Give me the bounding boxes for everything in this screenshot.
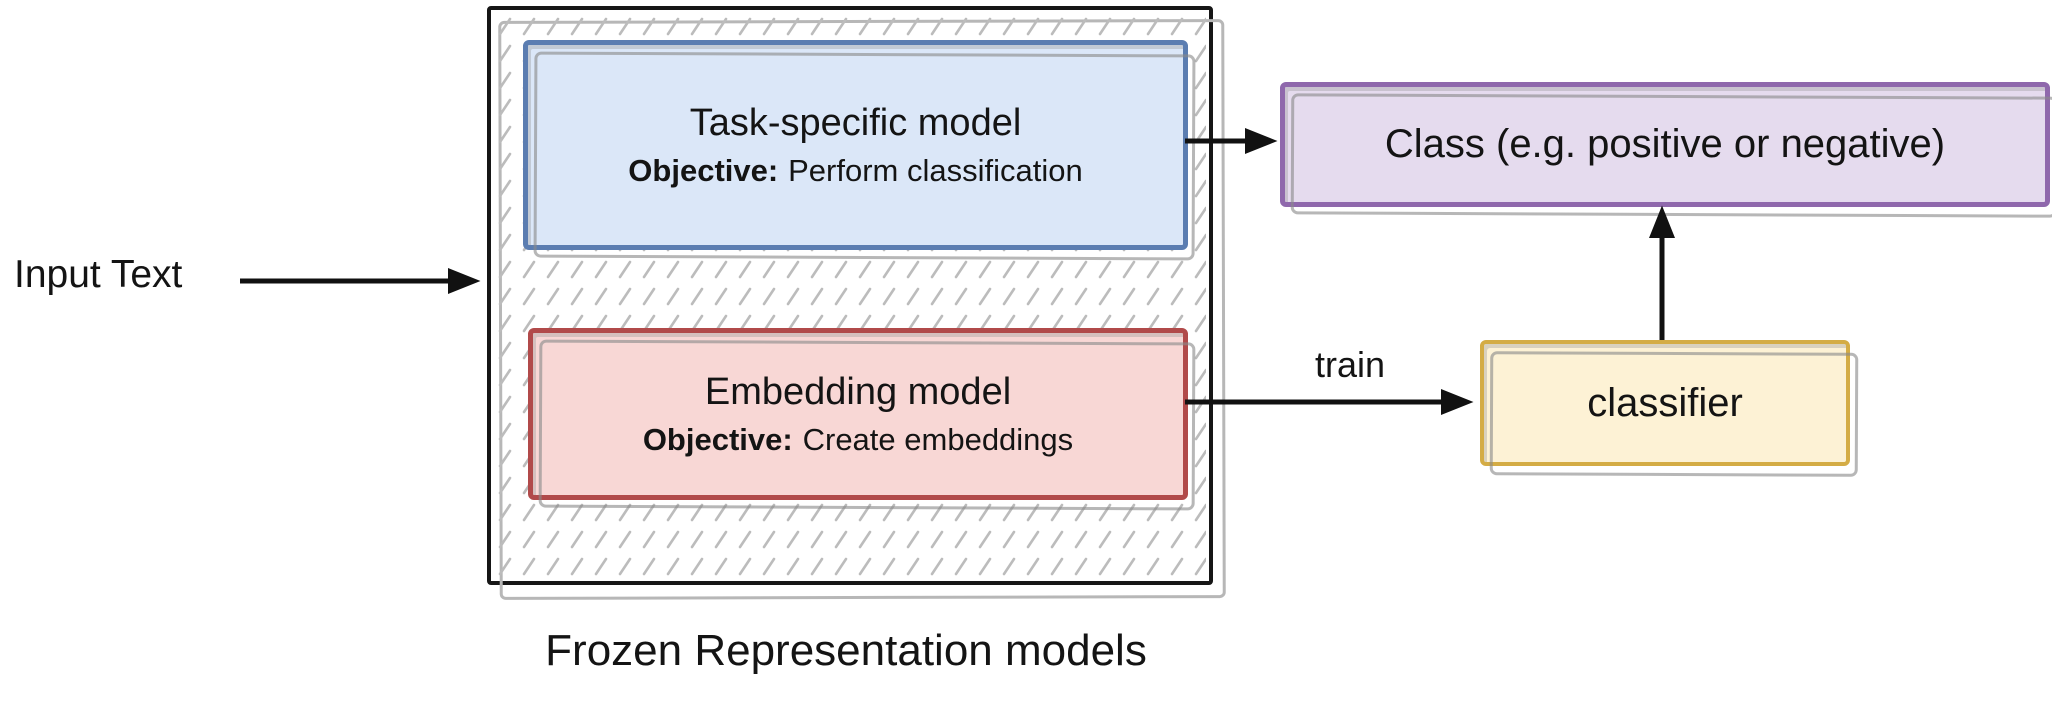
task-model-objective-text: Perform classification bbox=[788, 152, 1083, 188]
class-output-label: Class (e.g. positive or negative) bbox=[1384, 122, 1946, 166]
frozen-models-caption: Frozen Representation models bbox=[545, 626, 1147, 675]
frozen-models-box: Task-specific model Objective:Perform cl… bbox=[487, 6, 1213, 585]
class-output-box: Class (e.g. positive or negative) bbox=[1280, 82, 2050, 207]
embedding-model-objective-label: Objective: bbox=[642, 421, 793, 457]
embedding-model-objective-text: Create embeddings bbox=[802, 421, 1074, 457]
input-text-label: Input Text bbox=[14, 253, 183, 296]
classifier-label: classifier bbox=[1587, 380, 1743, 425]
classifier-box: classifier bbox=[1480, 340, 1850, 466]
task-model-objective: Objective:Perform classification bbox=[628, 153, 1082, 189]
embedding-model-title: Embedding model bbox=[704, 370, 1012, 413]
embedding-model-objective: Objective:Create embeddings bbox=[643, 422, 1073, 458]
task-specific-model-box: Task-specific model Objective:Perform cl… bbox=[523, 40, 1188, 250]
embedding-model-box: Embedding model Objective:Create embeddi… bbox=[528, 328, 1188, 500]
train-arrow-label: train bbox=[1314, 344, 1386, 385]
task-model-title: Task-specific model bbox=[689, 101, 1022, 144]
task-model-objective-label: Objective: bbox=[628, 152, 779, 188]
